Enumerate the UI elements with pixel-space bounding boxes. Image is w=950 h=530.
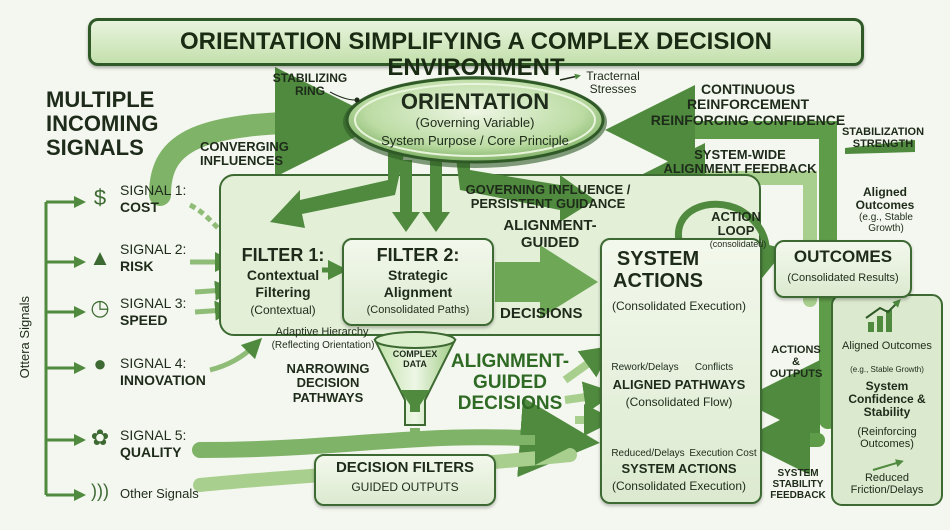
trend-arrow — [872, 459, 904, 471]
signal-3-line1: SIGNAL 3: — [120, 295, 187, 311]
adaptive-hierarchy-sub: (Reflecting Orientation) — [271, 340, 375, 351]
system-stability-feedback-label: SYSTEM STABILITY FEEDBACK — [770, 468, 826, 501]
filter2-title: FILTER 2: — [376, 245, 460, 265]
orientation-title: ORIENTATION — [400, 89, 550, 114]
outcomes-box — [774, 240, 912, 298]
decision-filters-sub: GUIDED OUTPUTS — [351, 480, 459, 494]
actions2-sub: (Consolidated Execution) — [611, 479, 747, 493]
continuous-reinforcement-label: CONTINUOUS REINFORCEMENT REINFORCING CON… — [650, 81, 846, 128]
mid-arrows — [562, 345, 616, 436]
page-title: ORIENTATION SIMPLIFYING A COMPLEX DECISI… — [179, 28, 773, 82]
signal-4-line2: INNOVATION — [120, 372, 206, 388]
adaptive-hierarchy: Adaptive Hierarchy — [275, 326, 369, 338]
ring-pointer — [329, 91, 356, 101]
governing-influence-label: GOVERNING INFLUENCE / PERSISTENT GUIDANC… — [465, 182, 631, 212]
decisions-label: DECISIONS — [500, 305, 583, 322]
reduced-delays-label: Reduced/Delays — [611, 448, 685, 459]
signal-1-line1: SIGNAL 1: — [120, 182, 187, 198]
decision-filters-title: DECISION FILTERS — [335, 459, 475, 476]
signal-1-line2: COST — [120, 199, 159, 215]
bar-chart-icon — [865, 299, 901, 332]
filter2-box — [342, 238, 494, 326]
execution-cost-label: Execution Cost — [689, 448, 757, 459]
signal-5-line1: SIGNAL 5: — [120, 427, 187, 443]
outcomes-title: OUTCOMES — [793, 247, 893, 266]
filter1-sub: (Contextual) — [250, 303, 316, 317]
rp-reinforcing: (Reinforcing Outcomes) — [857, 426, 917, 451]
decisions-arrow — [495, 245, 598, 318]
stopwatch-icon: ◷ — [90, 295, 110, 320]
alignment-guided-top-label: ALIGNMENT-GUIDED — [503, 217, 597, 251]
signal-3-line2: SPEED — [120, 312, 168, 328]
action-loop-arrow — [674, 200, 786, 280]
stabilizing-ring-label: STABILIZING RING — [272, 71, 348, 99]
filter2-line1: Strategic — [388, 267, 448, 283]
filter1-title: FILTER 1: — [241, 245, 325, 265]
vertical-signals-label: Ottera Signals — [16, 295, 32, 379]
orientation-subtitle: (Governing Variable) — [415, 115, 535, 130]
dollar-bag-icon: $ — [93, 185, 107, 210]
system-wide-feedback-label: SYSTEM-WIDE ALIGNMENT FEEDBACK — [663, 147, 817, 177]
aligned-outcomes-top: Aligned Outcomes — [855, 185, 915, 213]
stress-pointer — [559, 73, 581, 81]
complex-data-funnel — [373, 331, 585, 465]
aligned-pathways-sub: (Consolidated Flow) — [625, 395, 733, 409]
converging-label: CONVERGING INFLUENCES — [200, 139, 289, 169]
actions-title: SYSTEM ACTIONS — [613, 248, 703, 292]
complex-data-label: COMPLEX DATA — [392, 349, 438, 369]
decision-filters-box — [314, 454, 496, 506]
signal-other: Other Signals — [120, 486, 199, 501]
signal-2-line2: RISK — [120, 258, 154, 274]
alignment-guided-mid-label: ALIGNMENT-GUIDED DECISIONS — [450, 351, 570, 414]
filter1-line2: Filtering — [255, 284, 311, 300]
actions-sub: (Consolidated Execution) — [611, 299, 747, 313]
narrowing-label: NARROWING DECISION PATHWAYS — [286, 361, 370, 405]
signal-tree — [44, 196, 86, 501]
badge-icon: ✿ — [90, 425, 110, 450]
lightbulb-icon: ● — [93, 351, 107, 376]
orientation-desc: System Purpose / Core Principle — [381, 133, 569, 148]
aligned-outcomes-top-sub: (e.g., Stable Growth) — [859, 212, 913, 234]
action-loop-sub: (consolidated) — [709, 239, 767, 249]
aligned-pathways-label: ALIGNED PATHWAYS — [612, 377, 746, 392]
title-banner: ORIENTATION SIMPLIFYING A COMPLEX DECISI… — [88, 18, 864, 81]
stabilization-strength-label: STABILIZATION STRENGTH — [841, 126, 925, 151]
signal-2-line1: SIGNAL 2: — [120, 241, 187, 257]
actions2-title: SYSTEM ACTIONS — [621, 461, 737, 476]
strength-bar — [845, 140, 915, 154]
warning-icon: ▲ — [89, 245, 111, 270]
conflicts-label: Conflicts — [694, 362, 734, 373]
signal-4-line1: SIGNAL 4: — [120, 355, 187, 371]
rp-reduced: Reduced Friction/Delays — [850, 472, 924, 497]
rp-aligned: Aligned Outcomes — [842, 340, 932, 352]
signals-heading: MULTIPLE INCOMING SIGNALS — [46, 87, 159, 160]
rework-label: Rework/Delays — [611, 362, 679, 373]
orientation-arrows — [270, 150, 595, 232]
system-actions-box — [600, 238, 762, 504]
filter2-line2: Alignment — [383, 284, 453, 300]
actions-outputs-label: ACTIONS & OUTPUTS — [769, 344, 823, 381]
filter2-sub: (Consolidated Paths) — [366, 304, 470, 316]
outcomes-sub: (Consolidated Results) — [787, 272, 899, 284]
signal-5-line2: QUALITY — [120, 444, 182, 460]
tracternal-stresses-label: Tracternal Stresses — [586, 69, 640, 97]
filter1-line1: Contextual — [246, 267, 320, 283]
rss-icon: ))) — [91, 481, 109, 501]
rp-confidence: System Confidence & Stability — [848, 379, 926, 420]
action-loop-label: ACTION LOOP — [711, 209, 761, 239]
orientation-oval — [343, 76, 607, 168]
rp-aligned-sub: (e.g., Stable Growth) — [850, 365, 924, 374]
